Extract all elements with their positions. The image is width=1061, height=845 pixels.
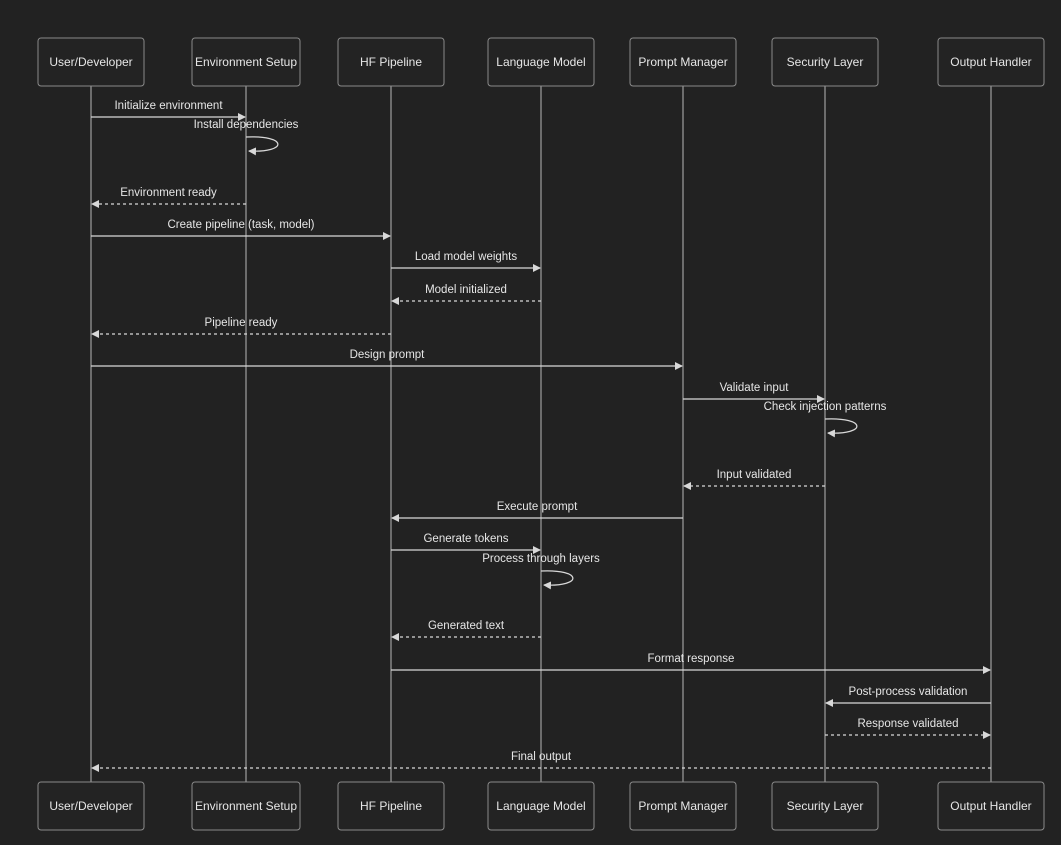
self-message-arrow	[245, 136, 279, 156]
message-17: Post-process validation	[825, 686, 991, 707]
participant-label: Security Layer	[787, 55, 864, 69]
message-label: Install dependencies	[194, 119, 299, 131]
message-label: Initialize environment	[114, 100, 223, 112]
message-6: Model initialized	[391, 284, 541, 305]
message-9: Validate input	[683, 382, 825, 403]
actors: User/DeveloperUser/DeveloperEnvironment …	[37, 37, 1045, 831]
participant-box	[37, 37, 145, 87]
lifelines	[90, 86, 992, 782]
participant-label: Prompt Manager	[638, 799, 727, 813]
participant-bottom-security-layer: Security Layer	[771, 781, 879, 831]
participant-label: User/Developer	[49, 55, 132, 69]
message-label: Process through layers	[482, 553, 600, 565]
message-8: Design prompt	[91, 349, 683, 370]
participant-label: HF Pipeline	[360, 799, 422, 813]
self-message-arrow	[824, 418, 858, 438]
participant-label: Language Model	[496, 55, 585, 69]
message-14: Process through layers	[482, 553, 600, 590]
participant-top-language-model: Language Model	[487, 37, 595, 87]
participant-label: Environment Setup	[195, 55, 297, 69]
participant-label: Environment Setup	[195, 799, 297, 813]
participant-bottom-environment-setup: Environment Setup	[191, 781, 301, 831]
message-2: Install dependencies	[194, 119, 299, 156]
message-label: Pipeline ready	[205, 317, 278, 329]
participant-bottom-user-developer: User/Developer	[37, 781, 145, 831]
message-18: Response validated	[825, 718, 991, 739]
message-3: Environment ready	[91, 187, 246, 208]
participant-top-hf-pipeline: HF Pipeline	[337, 37, 445, 87]
message-10: Check injection patterns	[764, 401, 887, 438]
participant-bottom-output-handler: Output Handler	[937, 781, 1045, 831]
participant-box	[771, 781, 879, 831]
message-label: Design prompt	[350, 349, 426, 361]
participant-label: Output Handler	[950, 55, 1031, 69]
message-19: Final output	[91, 751, 991, 772]
participant-label: HF Pipeline	[360, 55, 422, 69]
participant-bottom-prompt-manager: Prompt Manager	[629, 781, 737, 831]
participant-box	[771, 37, 879, 87]
message-label: Post-process validation	[849, 686, 968, 698]
participant-label: Language Model	[496, 799, 585, 813]
message-12: Execute prompt	[391, 501, 683, 522]
message-label: Final output	[511, 751, 572, 763]
participant-label: Security Layer	[787, 799, 864, 813]
message-label: Input validated	[717, 469, 792, 481]
self-message-arrow	[540, 570, 574, 590]
participant-label: Output Handler	[950, 799, 1031, 813]
message-label: Model initialized	[425, 284, 507, 296]
participant-top-environment-setup: Environment Setup	[191, 37, 301, 87]
message-5: Load model weights	[391, 251, 541, 272]
message-label: Load model weights	[415, 251, 518, 263]
message-label: Environment ready	[120, 187, 217, 199]
message-label: Check injection patterns	[764, 401, 887, 413]
participant-label: User/Developer	[49, 799, 132, 813]
participant-box	[629, 781, 737, 831]
participant-box	[337, 37, 445, 87]
message-label: Create pipeline (task, model)	[167, 219, 314, 231]
participant-box	[487, 781, 595, 831]
participant-box	[337, 781, 445, 831]
message-label: Generate tokens	[423, 533, 508, 545]
message-label: Format response	[648, 653, 735, 665]
participant-top-security-layer: Security Layer	[771, 37, 879, 87]
message-13: Generate tokens	[391, 533, 541, 554]
message-label: Response validated	[857, 718, 958, 730]
participant-bottom-hf-pipeline: HF Pipeline	[337, 781, 445, 831]
participant-top-prompt-manager: Prompt Manager	[629, 37, 737, 87]
message-7: Pipeline ready	[91, 317, 391, 338]
message-label: Execute prompt	[497, 501, 578, 513]
participant-box	[629, 37, 737, 87]
participant-label: Prompt Manager	[638, 55, 727, 69]
message-1: Initialize environment	[91, 100, 246, 121]
participant-box	[937, 37, 1045, 87]
participant-box	[937, 781, 1045, 831]
message-label: Generated text	[428, 620, 505, 632]
participant-box	[191, 781, 301, 831]
message-15: Generated text	[391, 620, 541, 641]
participant-box	[191, 37, 301, 87]
message-16: Format response	[391, 653, 991, 674]
message-label: Validate input	[720, 382, 790, 394]
participant-box	[37, 781, 145, 831]
participant-top-user-developer: User/Developer	[37, 37, 145, 87]
participant-box	[487, 37, 595, 87]
participant-top-output-handler: Output Handler	[937, 37, 1045, 87]
participant-bottom-language-model: Language Model	[487, 781, 595, 831]
message-4: Create pipeline (task, model)	[91, 219, 391, 240]
message-11: Input validated	[683, 469, 825, 490]
